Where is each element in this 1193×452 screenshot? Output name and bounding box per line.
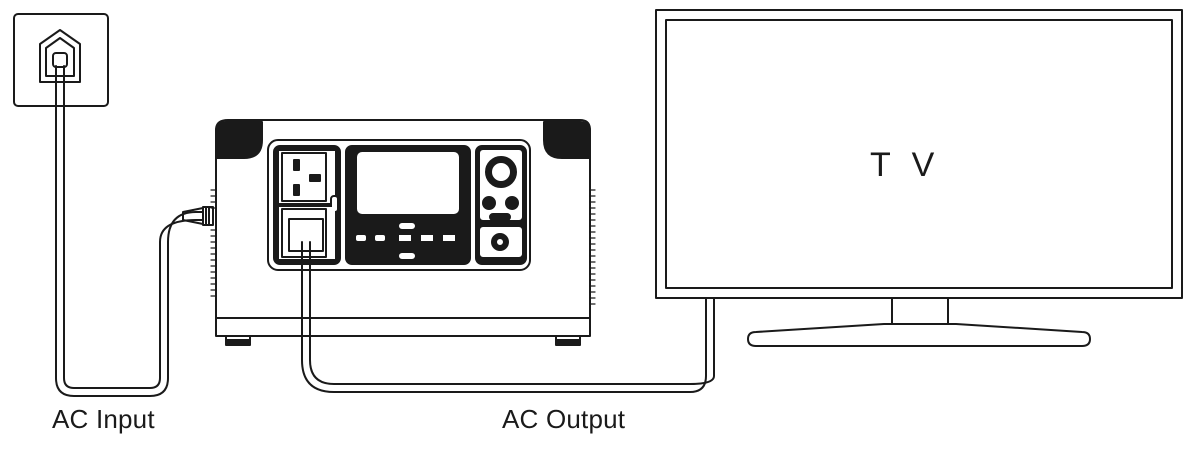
ac-output-label: AC Output xyxy=(502,404,626,434)
wall-outlet-icon xyxy=(13,13,109,107)
ac-input-plug xyxy=(182,206,214,226)
power-station xyxy=(210,119,596,346)
tv-label: T V xyxy=(870,146,941,184)
ac-output-plug xyxy=(288,218,324,252)
left-vent xyxy=(210,189,217,297)
ac-output-cable xyxy=(301,241,715,393)
ac-input-cable xyxy=(55,65,204,397)
right-vent xyxy=(589,189,596,305)
tv-icon xyxy=(655,9,1183,347)
ac-input-label: AC Input xyxy=(52,404,155,434)
